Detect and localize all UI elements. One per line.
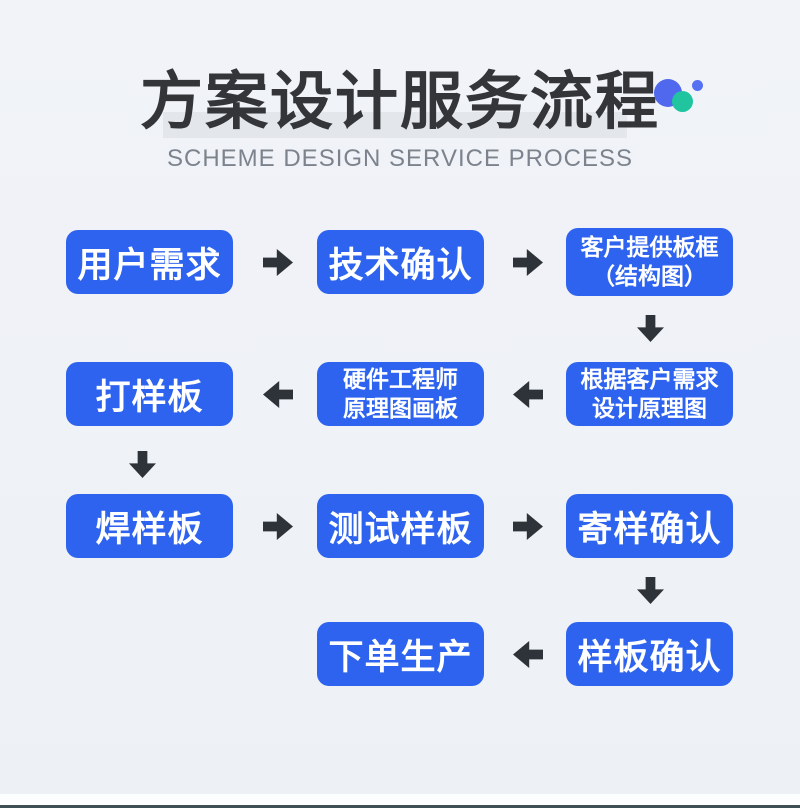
arrow-right-icon xyxy=(513,513,543,540)
flow-node-test-sample-board: 测试样板 xyxy=(317,494,484,558)
footer-strip xyxy=(0,794,800,805)
arrow-left-icon xyxy=(263,381,293,408)
flow-node-make-sample-board: 打样板 xyxy=(66,362,233,426)
flow-node-design-schematic: 根据客户需求 设计原理图 xyxy=(566,362,733,426)
page-subtitle: SCHEME DESIGN SERVICE PROCESS xyxy=(167,145,633,172)
small-blue-circle-icon xyxy=(692,80,703,91)
flow-node-solder-sample-board: 焊样板 xyxy=(66,494,233,558)
flow-node-client-board-frame: 客户提供板框 （结构图） xyxy=(566,228,733,296)
header: 方案设计服务流程 SCHEME DESIGN SERVICE PROCESS xyxy=(0,0,800,190)
decorative-circles xyxy=(648,76,712,124)
flow-node-hardware-engineer: 硬件工程师 原理图画板 xyxy=(317,362,484,426)
arrow-right-icon xyxy=(263,249,293,276)
flow-node-order-production: 下单生产 xyxy=(317,622,484,686)
arrow-left-icon xyxy=(513,641,543,668)
teal-circle-icon xyxy=(672,91,693,112)
arrow-down-icon xyxy=(637,315,664,342)
footer-divider xyxy=(0,805,800,808)
arrow-down-icon xyxy=(129,451,156,478)
arrow-down-icon xyxy=(637,577,664,604)
flow-node-user-demand: 用户需求 xyxy=(66,230,233,294)
flow-node-send-sample-confirm: 寄样确认 xyxy=(566,494,733,558)
flow-node-tech-confirm: 技术确认 xyxy=(317,230,484,294)
page-title: 方案设计服务流程 xyxy=(140,67,660,137)
title-highlight-bar xyxy=(163,112,627,138)
arrow-left-icon xyxy=(513,381,543,408)
arrow-right-icon xyxy=(513,249,543,276)
arrow-right-icon xyxy=(263,513,293,540)
flow-node-sample-confirm: 样板确认 xyxy=(566,622,733,686)
